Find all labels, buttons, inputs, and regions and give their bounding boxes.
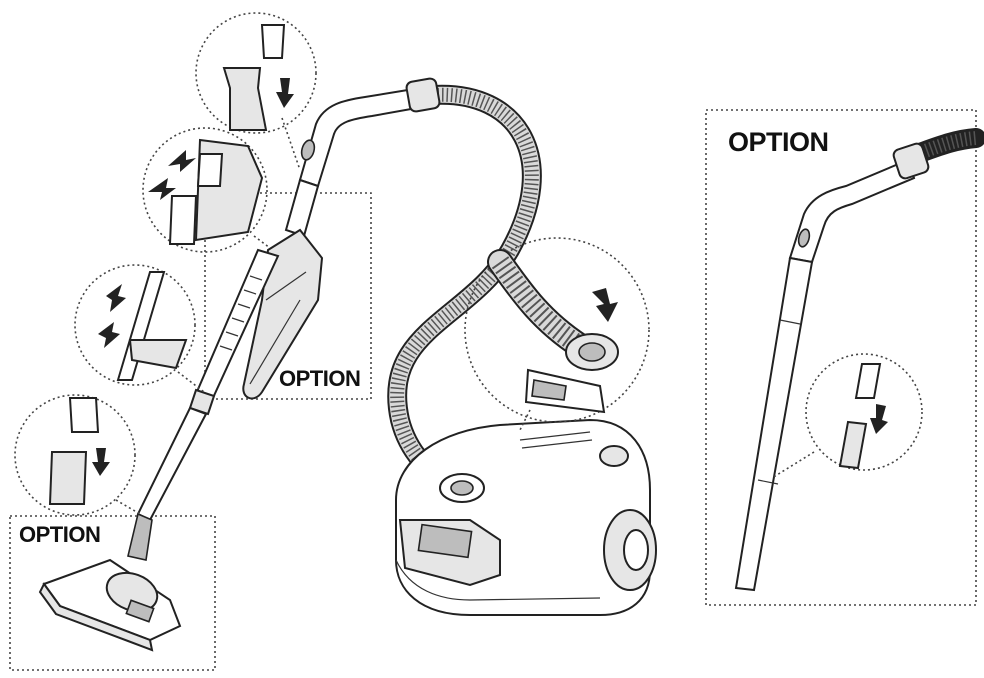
- option-label-right: OPTION: [728, 127, 829, 157]
- option-box-main: [204, 192, 372, 400]
- option-label-main: OPTION: [279, 366, 361, 391]
- option-box-nozzle: [9, 515, 216, 671]
- canister-body: [395, 418, 657, 616]
- floor-nozzle: [38, 558, 182, 652]
- option-box-right: [705, 109, 977, 606]
- detail-pipe-connect-top: [195, 12, 317, 134]
- handle-and-pipe: [127, 77, 441, 561]
- flexible-hose: [387, 84, 542, 500]
- detail-right-pipe-connect: [805, 353, 923, 471]
- detail-hose-inlet: [464, 237, 650, 423]
- option-label-nozzle: OPTION: [19, 522, 101, 547]
- detail-telescopic-lock: [74, 264, 196, 386]
- detail-swivel-adjust: [142, 127, 268, 253]
- detail-nozzle-connect: [14, 394, 136, 516]
- option-single-pipe: [734, 128, 984, 592]
- detail-leader-lines: [115, 117, 815, 515]
